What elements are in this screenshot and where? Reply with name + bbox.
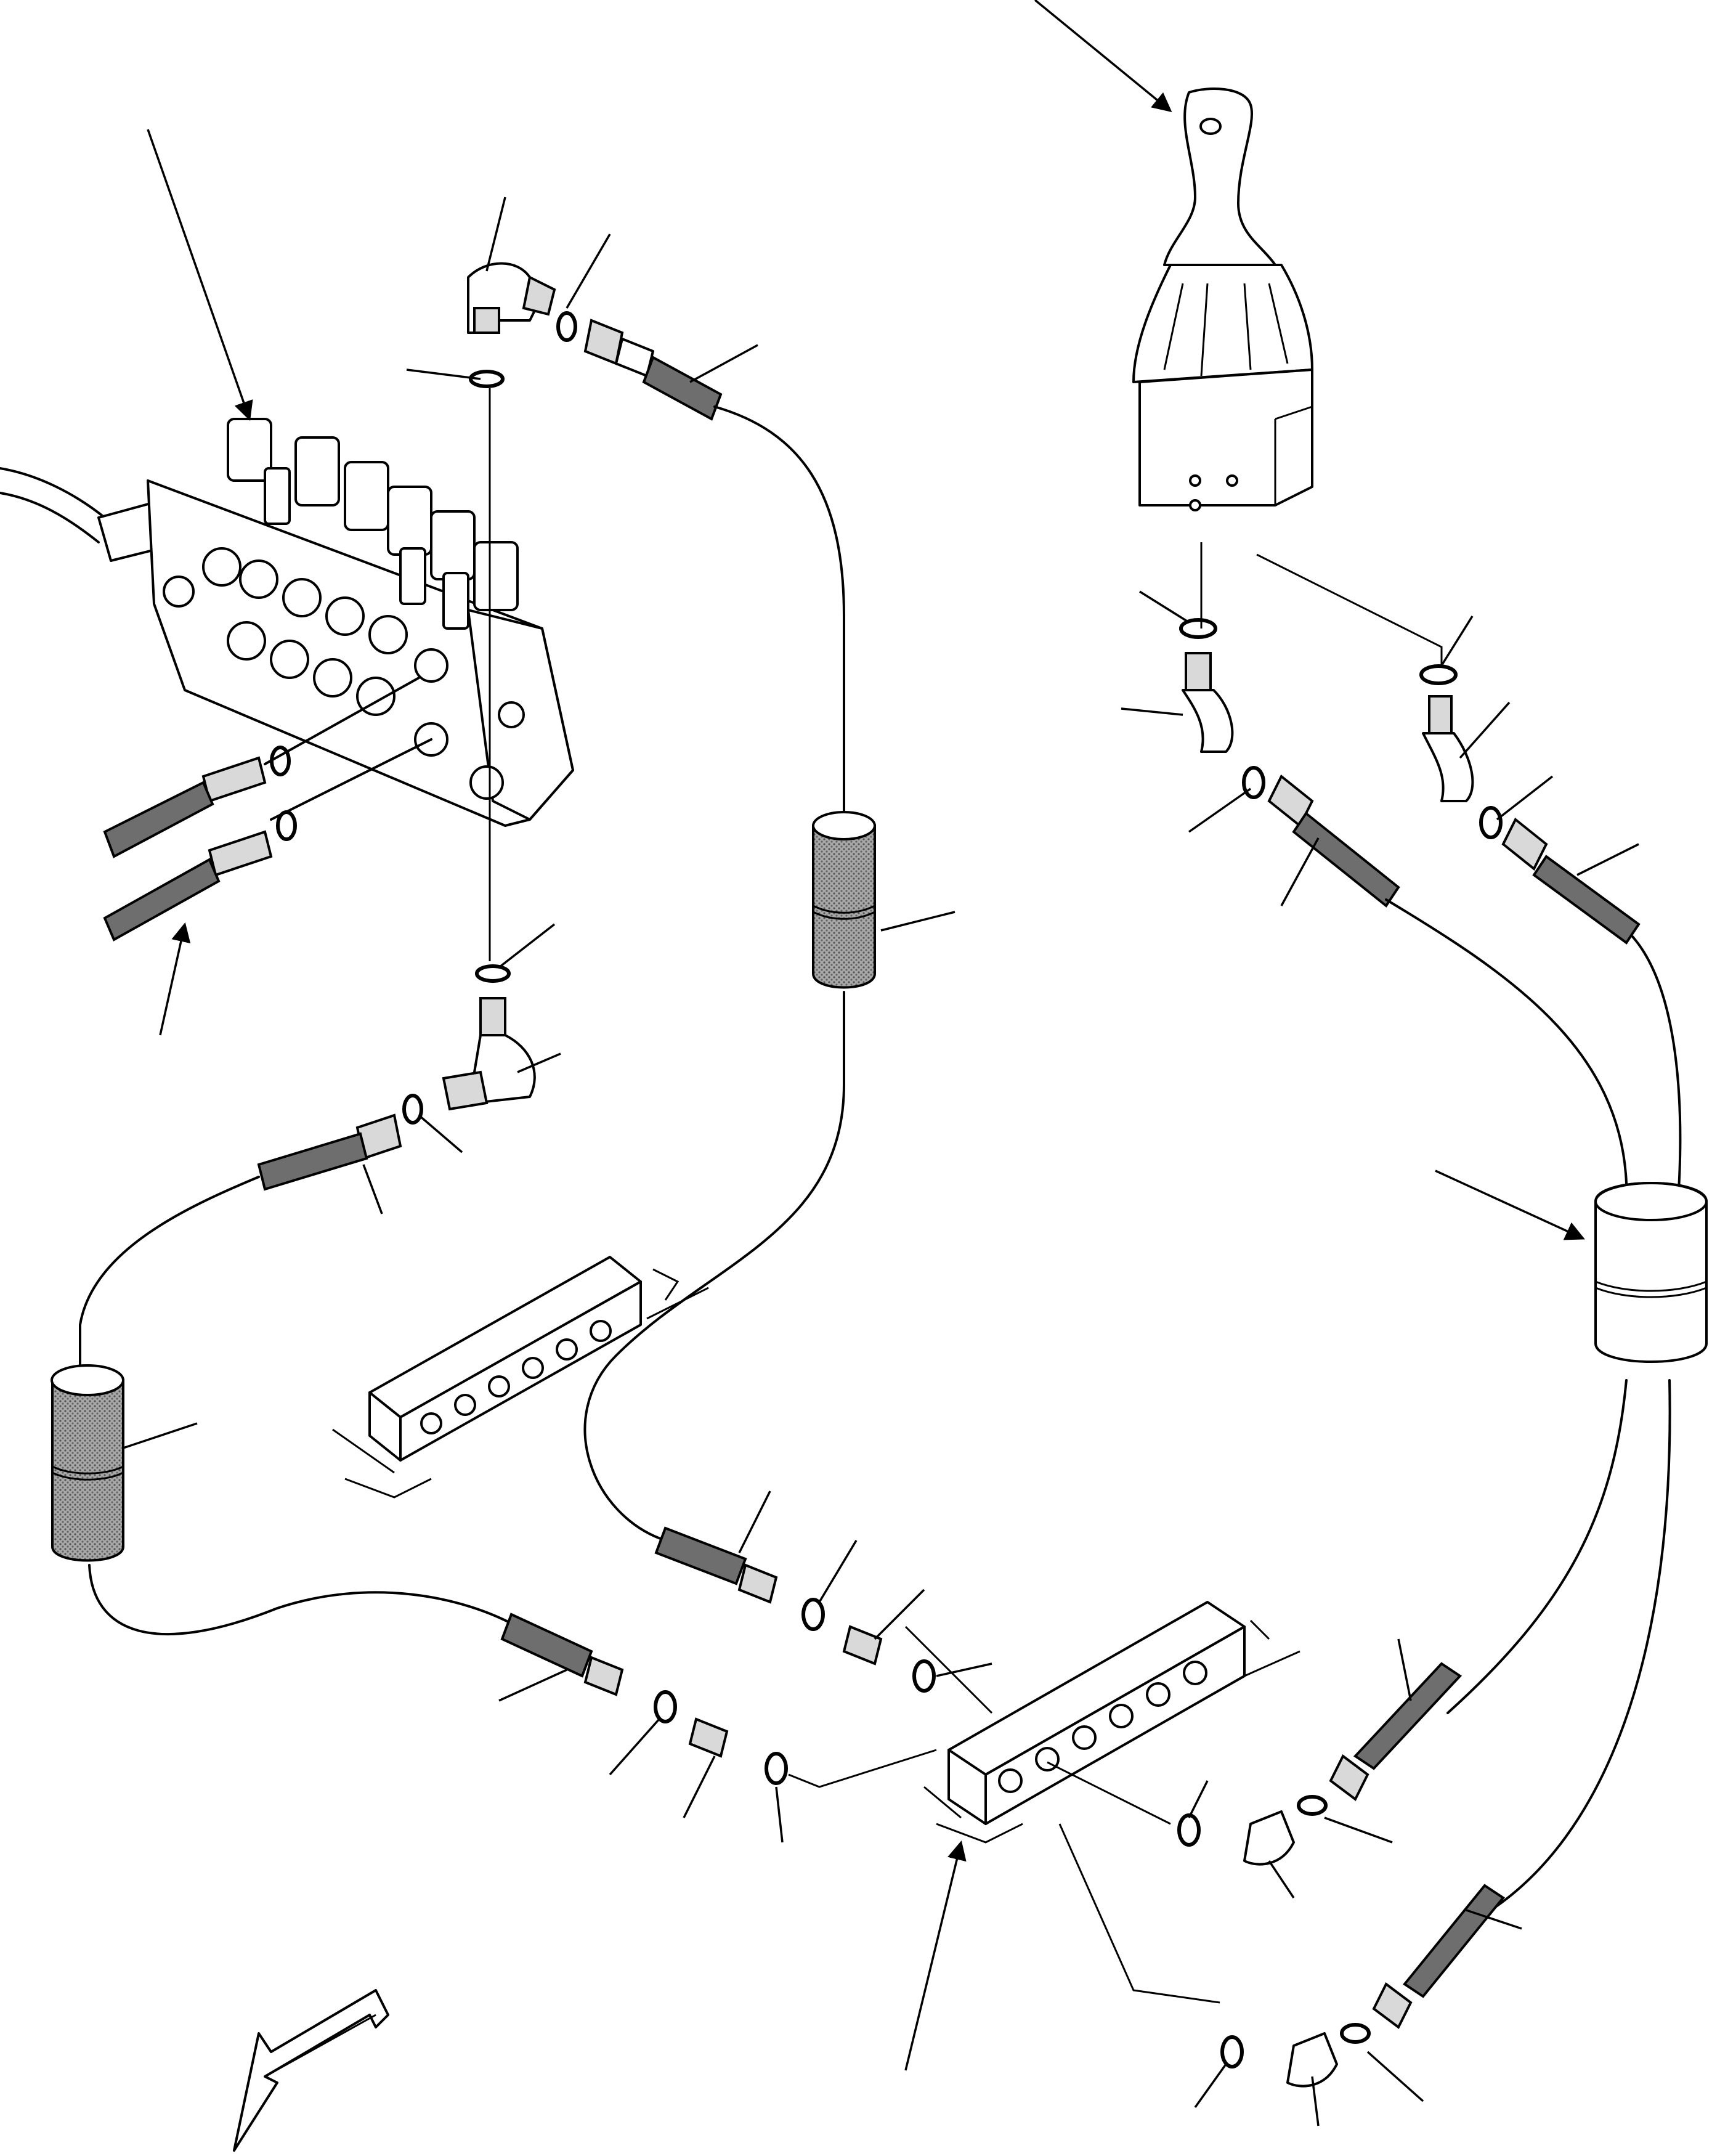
hose-protective-sleeve-right [1594, 1182, 1708, 1363]
manifold-line-1 [788, 1749, 937, 1788]
pilot-hose-h [88, 1564, 519, 1635]
joystick-fittings-right [1419, 664, 1641, 945]
control-valve-callout-arrow [147, 129, 253, 421]
pilot-joystick [1132, 87, 1313, 511]
pilot-hose-b [1631, 935, 1682, 1234]
valve-port-hoses [103, 677, 432, 942]
upper-center-fittings [467, 262, 723, 421]
pilot-hose-a [1385, 898, 1628, 1234]
pilot-hose-f [583, 991, 845, 1542]
manifold-line-3 [1047, 1761, 1171, 1825]
manifold-line-2 [904, 1625, 993, 1714]
hose-protective-sleeve-center [812, 811, 876, 989]
main-control-valve [0, 418, 574, 827]
manifold-line-4 [1058, 1823, 1220, 2004]
pilot-hose-c [1446, 1379, 1628, 1714]
pilot-hose-g [79, 1176, 260, 1381]
manifold-callout-arrow [904, 1840, 967, 2071]
joystick-callout-arrow [1034, 0, 1172, 112]
lower-left-fittings [257, 964, 536, 1191]
pilot-hose-e [713, 405, 845, 827]
manifold-fittings-chain-1 [654, 1526, 936, 1693]
pilot-manifold-block-lower [923, 1601, 1300, 1844]
hose-protective-sleeve-left [51, 1364, 124, 1562]
pilot-hose-d [1490, 1379, 1671, 1911]
sleeve-right-callout-arrow [1435, 1170, 1585, 1240]
manifold-fittings-right-upper [1177, 1662, 1463, 1866]
joystick-fittings-left [1179, 618, 1400, 908]
manifold-fittings-right-lower [1220, 1884, 1505, 2088]
front-direction-arrow-icon [233, 1989, 389, 2152]
manifold-fittings-chain-2 [500, 1613, 788, 1785]
pilot-manifold-block-upper [332, 1256, 709, 1499]
valve-hoses-callout-arrow [159, 922, 191, 1036]
joystick-port-line-right [1256, 553, 1443, 665]
callout-leader-lines [123, 197, 1639, 2126]
